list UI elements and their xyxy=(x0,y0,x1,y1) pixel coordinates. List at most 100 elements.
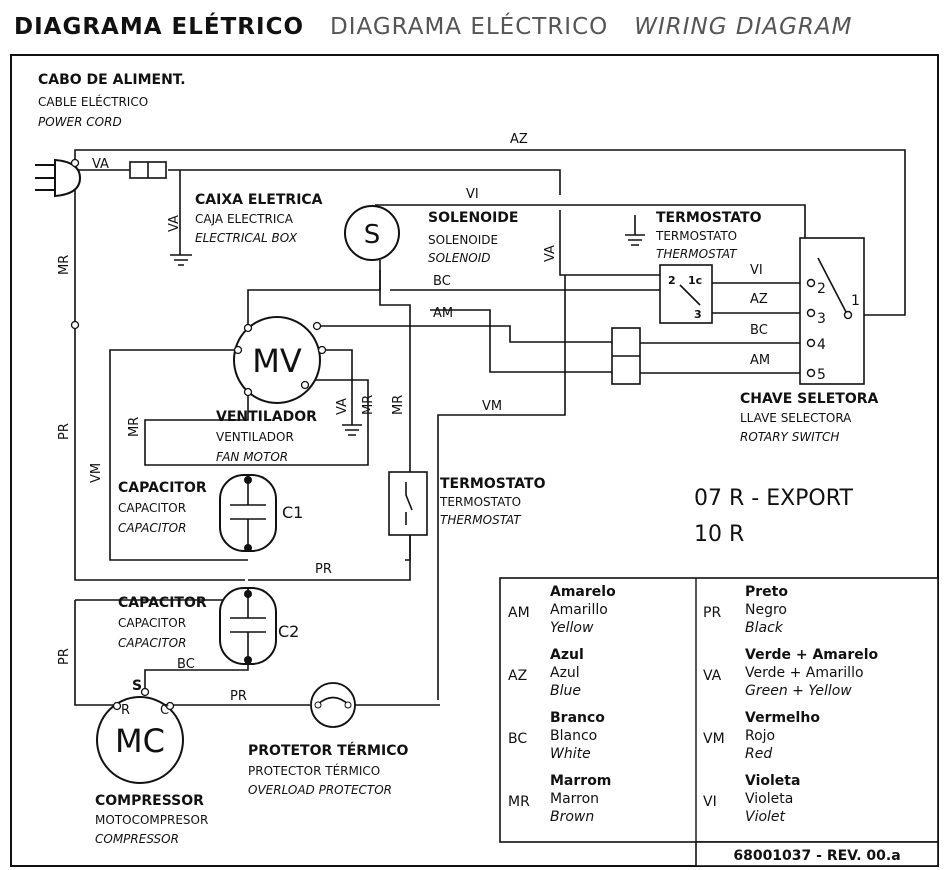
electrical-box-pt: CAIXA ELETRICA xyxy=(195,192,323,208)
switch-pin-1: 1 xyxy=(851,293,860,309)
overload-es: PROTECTOR TÉRMICO xyxy=(248,763,380,778)
wire-label-pr: PR xyxy=(230,689,247,704)
fan-motor-symbol: MV xyxy=(252,342,302,380)
legend-code: AZ xyxy=(508,668,527,684)
overload-en: OVERLOAD PROTECTOR xyxy=(248,783,392,797)
title-es: DIAGRAMA ELÉCTRICO xyxy=(330,14,609,40)
wire-label-mr: MR xyxy=(57,255,72,275)
legend-pt: Violeta xyxy=(745,773,800,789)
wire-label-pr: PR xyxy=(57,648,72,665)
legend-pt: Preto xyxy=(745,584,788,600)
junction-dots xyxy=(70,158,80,330)
doc-number: 68001037 - REV. 00.a xyxy=(733,848,900,864)
fan-motor-pt: VENTILADOR xyxy=(216,409,317,425)
legend-rows: AMAmareloAmarilloYellowAZAzulAzulBlueBCB… xyxy=(508,584,879,825)
capacitor2-es: CAPACITOR xyxy=(118,616,186,630)
compressor-symbol: MC xyxy=(115,722,165,760)
thermostat-top-icon xyxy=(659,264,713,324)
thermostat-top-pin-1c: 1c xyxy=(688,274,702,287)
title-pt: DIAGRAMA ELÉTRICO xyxy=(14,14,305,40)
legend-pt: Verde + Amarelo xyxy=(745,647,879,663)
capacitor1-en: CAPACITOR xyxy=(118,521,186,535)
ground-icon xyxy=(625,215,645,246)
wire-label-va: VA xyxy=(92,157,109,172)
plug-icon xyxy=(35,158,82,198)
compressor-es: MOTOCOMPRESOR xyxy=(95,813,208,827)
legend-pt: Branco xyxy=(550,710,605,726)
thermostat-mid-es: TERMOSTATO xyxy=(439,495,521,509)
legend-pt: Marrom xyxy=(550,773,611,789)
color-legend xyxy=(499,577,939,843)
legend-code: PR xyxy=(703,605,721,621)
wire-label-va: VA xyxy=(335,398,350,415)
legend-code: BC xyxy=(508,731,527,747)
legend-pt: Vermelho xyxy=(745,710,820,726)
wire-label-am: AM xyxy=(433,306,453,321)
solenoid-symbol: S xyxy=(364,220,381,250)
rotary-switch-es: LLAVE SELECTORA xyxy=(740,411,852,425)
fan-motor-es: VENTILADOR xyxy=(216,430,294,444)
power-cord-pt: CABO DE ALIMENT. xyxy=(38,72,186,88)
legend-code: VA xyxy=(703,668,722,684)
wire-label-az: AZ xyxy=(510,132,528,147)
compressor-en: COMPRESSOR xyxy=(95,832,179,846)
wire-label-vi: VI xyxy=(466,187,479,202)
capacitor2-en: CAPACITOR xyxy=(118,636,186,650)
capacitor1-ref: C1 xyxy=(282,503,303,522)
legend-es: Negro xyxy=(745,602,787,618)
switch-pin-3: 3 xyxy=(817,311,826,327)
legend-es: Marron xyxy=(550,791,599,807)
legend-en: Brown xyxy=(550,809,594,825)
thermostat-top-en: THERMOSTAT xyxy=(656,247,738,261)
compressor-pin-s: S xyxy=(132,678,142,694)
overload-pt: PROTETOR TÉRMICO xyxy=(248,742,408,759)
compressor-pt: COMPRESSOR xyxy=(95,793,204,809)
wire-label-bc: BC xyxy=(750,323,768,338)
ground-icon xyxy=(342,424,362,436)
ground-icon xyxy=(170,254,192,266)
thermostat-top-pin-2: 2 xyxy=(668,274,676,287)
capacitor2-ref: C2 xyxy=(278,622,299,641)
legend-code: VM xyxy=(703,731,725,747)
capacitor1-es: CAPACITOR xyxy=(118,501,186,515)
wire-label-vm: VM xyxy=(482,399,502,414)
legend-es: Azul xyxy=(550,665,580,681)
doc-number-box xyxy=(695,841,939,867)
solenoid-es: SOLENOIDE xyxy=(428,233,498,247)
solenoid-icon xyxy=(344,205,400,261)
thermostat-top-es: TERMOSTATO xyxy=(655,229,737,243)
thermostat-top-pin-3: 3 xyxy=(694,308,702,321)
rotary-switch-en: ROTARY SWITCH xyxy=(740,430,839,444)
legend-en: Yellow xyxy=(550,620,594,636)
wire-label-va: VA xyxy=(167,215,182,232)
switch-pin-4: 4 xyxy=(817,337,826,353)
thermostat-mid-en: THERMOSTAT xyxy=(440,513,522,527)
legend-code: AM xyxy=(508,605,530,621)
solenoid-pt: SOLENOIDE xyxy=(428,210,518,226)
legend-en: Violet xyxy=(745,809,786,825)
legend-en: Blue xyxy=(550,683,581,699)
legend-en: Black xyxy=(745,620,784,636)
legend-en: Red xyxy=(745,746,772,762)
model-line-1: 07 R - EXPORT xyxy=(694,486,853,511)
legend-en: White xyxy=(550,746,591,762)
legend-es: Verde + Amarillo xyxy=(745,665,864,681)
switch-pin-2: 2 xyxy=(817,281,826,297)
wire-label-mr: MR xyxy=(361,395,376,415)
overload-protector-icon xyxy=(310,682,356,728)
legend-pt: Amarelo xyxy=(550,584,616,600)
wire-label-az: AZ xyxy=(750,292,768,307)
fan-motor-icon xyxy=(233,316,321,404)
wires xyxy=(55,149,906,706)
legend-en: Green + Yellow xyxy=(745,683,852,699)
wire-label-bc: BC xyxy=(177,657,195,672)
compressor-icon xyxy=(96,696,184,784)
legend-es: Rojo xyxy=(745,728,775,744)
wire-label-mr: MR xyxy=(391,395,406,415)
wire-label-vi: VI xyxy=(750,263,763,278)
legend-pt: Azul xyxy=(550,647,584,663)
wire-label-pr: PR xyxy=(57,423,72,440)
capacitor2-pt: CAPACITOR xyxy=(118,595,207,611)
